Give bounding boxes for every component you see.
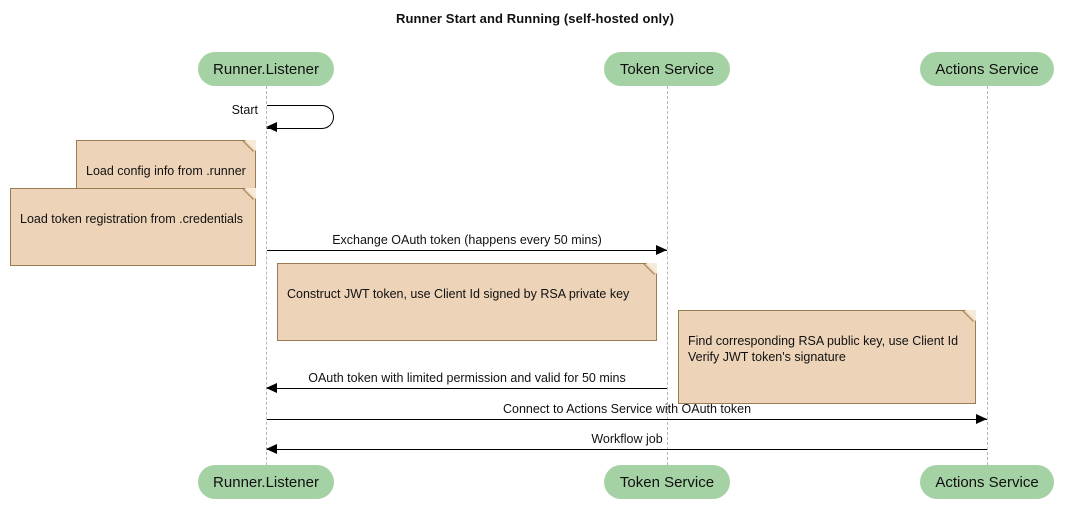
participant-actions-top[interactable]: Actions Service bbox=[920, 52, 1054, 86]
participant-label: Token Service bbox=[619, 473, 715, 491]
note-load-token-registration: Load token registration from .credential… bbox=[10, 188, 256, 266]
note-construct-jwt: Construct JWT token, use Client Id signe… bbox=[277, 263, 657, 341]
message-workflow-job-label: Workflow job bbox=[591, 432, 663, 446]
diagram-title: Runner Start and Running (self-hosted on… bbox=[395, 11, 675, 26]
lifeline-actions bbox=[987, 86, 988, 465]
participant-label: Token Service bbox=[619, 60, 715, 78]
message-connect-actions-arrowhead bbox=[976, 413, 987, 424]
participant-runner-bottom[interactable]: Runner.Listener bbox=[198, 465, 334, 499]
message-oauth-return-line bbox=[267, 388, 667, 389]
message-exchange-oauth-arrowhead bbox=[656, 244, 667, 255]
message-workflow-job-line bbox=[267, 449, 987, 450]
message-exchange-oauth-line bbox=[267, 250, 667, 251]
message-oauth-return-arrowhead bbox=[266, 382, 277, 393]
note-verify-jwt: Find corresponding RSA public key, use C… bbox=[678, 310, 976, 404]
note-load-config: Load config info from .runner bbox=[76, 140, 256, 218]
self-message-start-loop bbox=[267, 105, 334, 129]
participant-label: Runner.Listener bbox=[213, 473, 319, 491]
participant-runner-top[interactable]: Runner.Listener bbox=[198, 52, 334, 86]
self-message-start-label: Start bbox=[231, 103, 258, 117]
self-message-start-arrowhead bbox=[266, 121, 277, 132]
message-exchange-oauth-label: Exchange OAuth token (happens every 50 m… bbox=[332, 233, 602, 247]
message-oauth-return-label: OAuth token with limited permission and … bbox=[308, 371, 626, 385]
participant-label: Actions Service bbox=[935, 473, 1039, 491]
participant-token-bottom[interactable]: Token Service bbox=[604, 465, 730, 499]
message-workflow-job-arrowhead bbox=[266, 443, 277, 454]
lifeline-runner bbox=[266, 86, 267, 465]
participant-actions-bottom[interactable]: Actions Service bbox=[920, 465, 1054, 499]
note-text: Find corresponding RSA public key, use C… bbox=[688, 334, 959, 364]
note-fold-icon bbox=[245, 140, 256, 151]
message-connect-actions-line bbox=[267, 419, 987, 420]
lifeline-token bbox=[667, 86, 668, 465]
message-connect-actions-label: Connect to Actions Service with OAuth to… bbox=[502, 402, 752, 416]
note-fold-icon bbox=[245, 188, 256, 199]
note-fold-icon bbox=[646, 263, 657, 274]
participant-token-top[interactable]: Token Service bbox=[604, 52, 730, 86]
note-fold-icon bbox=[965, 310, 976, 321]
participant-label: Runner.Listener bbox=[213, 60, 319, 78]
note-text: Load token registration from .credential… bbox=[20, 212, 244, 226]
note-text: Construct JWT token, use Client Id signe… bbox=[287, 287, 630, 301]
participant-label: Actions Service bbox=[935, 60, 1039, 78]
note-text: Load config info from .runner bbox=[86, 164, 246, 178]
